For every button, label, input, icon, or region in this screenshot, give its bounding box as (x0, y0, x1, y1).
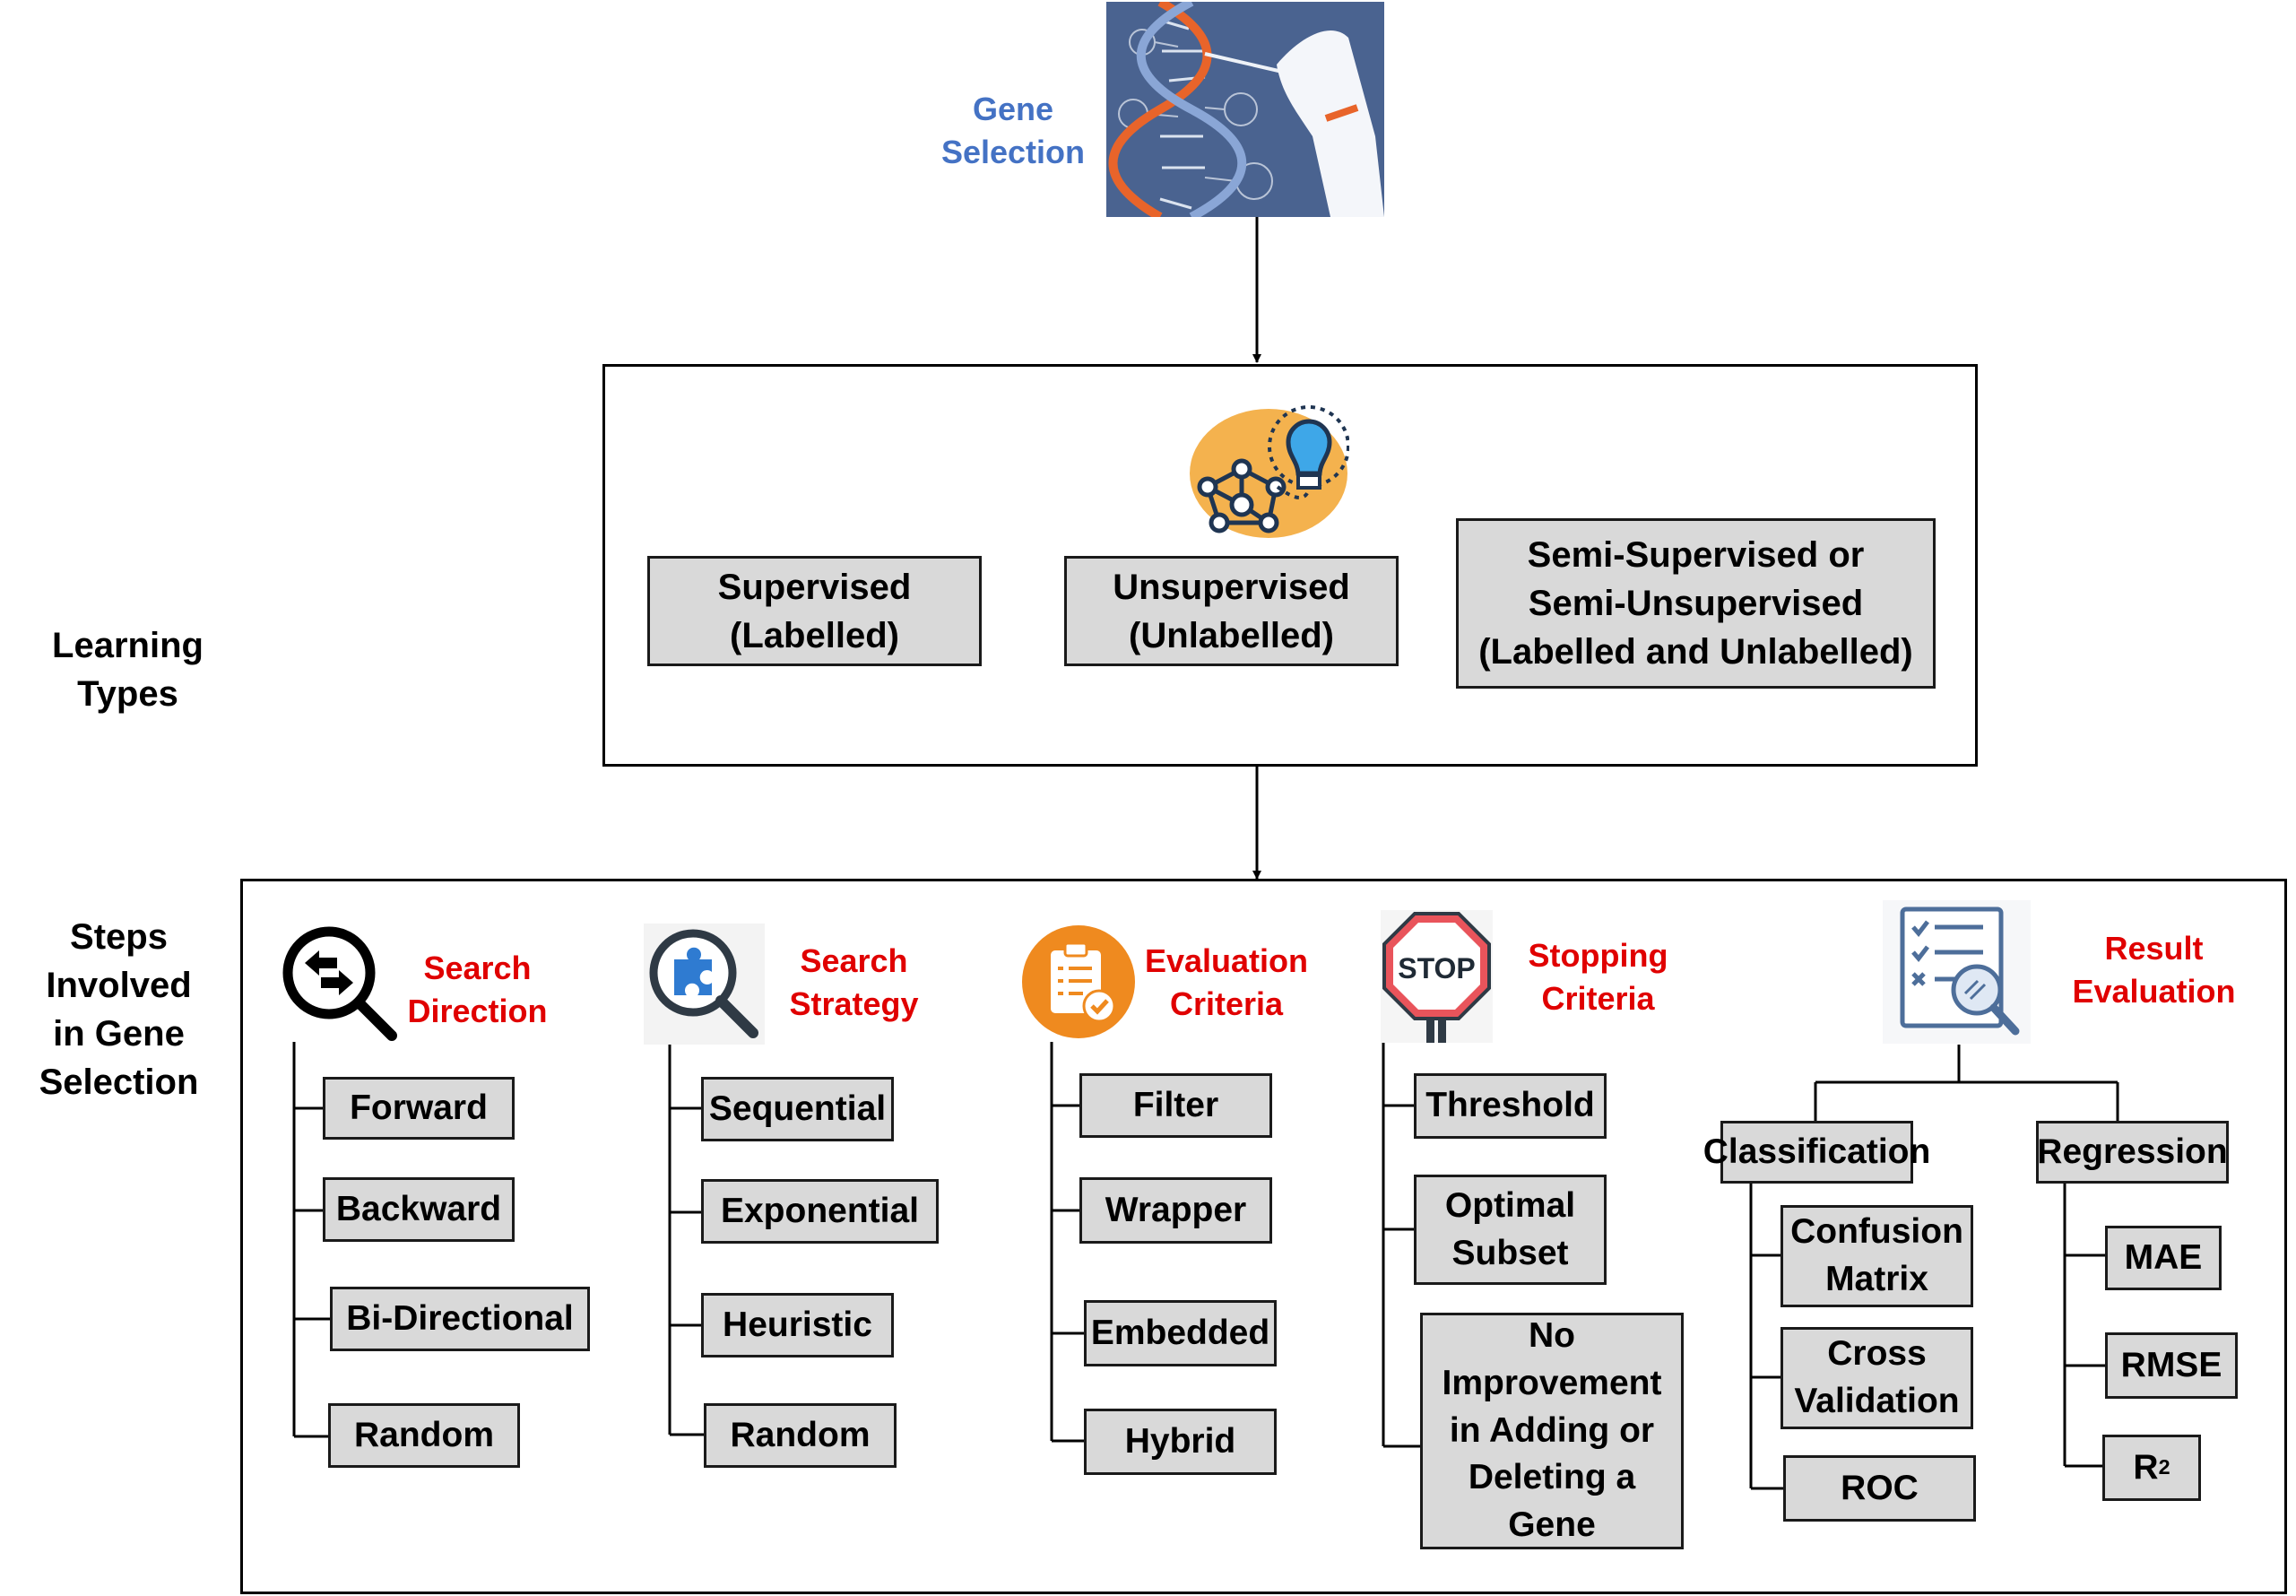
learning-type-semi-supervised: Semi-Supervised or Semi-Unsupervised (La… (1456, 518, 1936, 689)
evaluation-criteria-embedded: Embedded (1084, 1300, 1277, 1366)
stop-sign-text: STOP (1398, 952, 1476, 984)
search-direction-bi-directional: Bi-Directional (330, 1287, 590, 1351)
gene-selection-title: Gene Selection (940, 91, 1086, 170)
search-strategy-heuristic: Heuristic (701, 1293, 894, 1357)
evaluation-criteria-title: Evaluation Criteria (1144, 942, 1309, 1022)
result-evaluation-classification: Classification (1703, 1121, 1930, 1184)
evaluation-criteria-hybrid: Hybrid (1084, 1409, 1277, 1475)
stop-sign-icon: STOP (1381, 910, 1493, 1043)
steps-label: Steps Involved in Gene Selection (39, 917, 199, 1102)
result-evaluation-regression: Regression (2036, 1121, 2229, 1184)
machine-learning-icon (1190, 405, 1349, 538)
regression-rmse: RMSE (2105, 1332, 2238, 1399)
search-strategy-title: Search Strategy (789, 942, 919, 1022)
search-direction-forward: Forward (323, 1077, 515, 1140)
regression-mae: MAE (2105, 1226, 2222, 1290)
evaluation-criteria-wrapper: Wrapper (1079, 1177, 1272, 1244)
classification-roc: ROC (1783, 1455, 1976, 1522)
result-evaluation-title: Result Evaluation (2072, 930, 2236, 1010)
search-strategy-random: Random (704, 1403, 897, 1468)
search-strategy-icon (644, 924, 765, 1045)
evaluation-criteria-icon (1022, 925, 1135, 1038)
learning-types-label: Learning Types (52, 626, 204, 714)
learning-types-frame (602, 364, 1978, 767)
regression-r-superscript: 2 (2158, 1455, 2170, 1479)
search-strategy-exponential: Exponential (701, 1179, 939, 1244)
learning-type-supervised: Supervised (Labelled) (647, 556, 982, 666)
search-direction-backward: Backward (323, 1177, 515, 1242)
dna-gene-icon (1106, 2, 1384, 217)
classification-cross-validation: Cross Validation (1780, 1327, 1973, 1429)
search-direction-random: Random (328, 1403, 520, 1468)
regression-r-label: R (2133, 1447, 2159, 1487)
search-strategy-sequential: Sequential (701, 1077, 894, 1141)
stopping-criteria-title: Stopping Criteria (1528, 937, 1668, 1017)
steps-frame (240, 879, 2287, 1594)
classification-confusion-matrix: Confusion Matrix (1780, 1205, 1973, 1307)
search-direction-icon (282, 926, 397, 1041)
learning-type-unsupervised: Unsupervised (Unlabelled) (1064, 556, 1399, 666)
stopping-criteria-optimal-subset: Optimal Subset (1414, 1175, 1607, 1285)
stopping-criteria-no-improvement: No Improvement in Adding or Deleting a G… (1420, 1313, 1684, 1549)
search-direction-title: Search Direction (407, 950, 548, 1029)
evaluation-criteria-filter: Filter (1079, 1073, 1272, 1138)
result-evaluation-icon (1883, 900, 2031, 1044)
stopping-criteria-threshold: Threshold (1414, 1073, 1607, 1139)
